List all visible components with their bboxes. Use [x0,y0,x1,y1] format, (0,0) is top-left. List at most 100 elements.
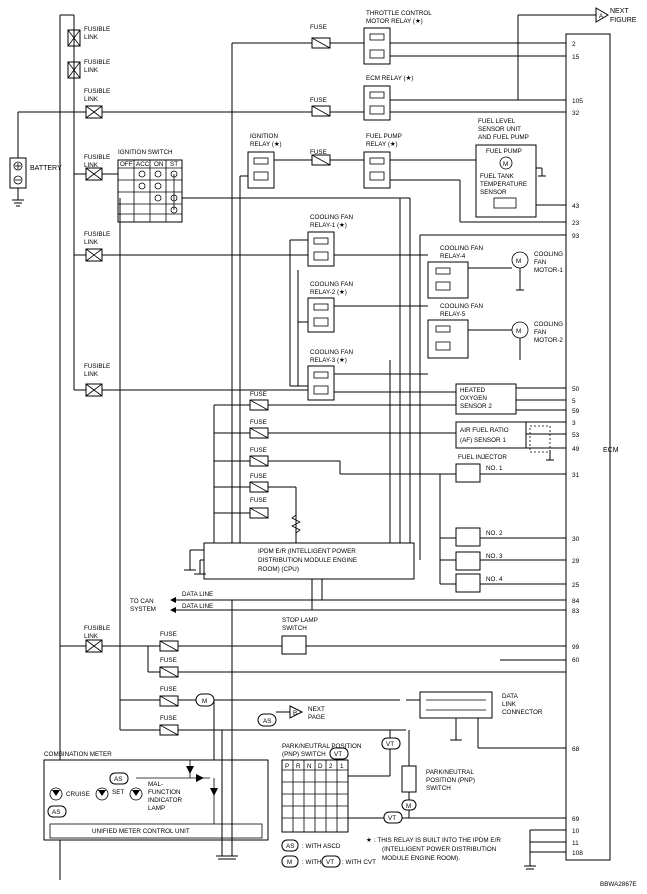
svg-text:RELAY-3 (★): RELAY-3 (★) [310,357,347,364]
ecm-relay: ECM RELAY (★) [363,75,413,121]
svg-text:N: N [307,763,312,770]
svg-text:93: 93 [572,233,580,240]
svg-text:DISTRIBUTION MODULE ENGINE: DISTRIBUTION MODULE ENGINE [258,557,357,564]
svg-text:FUEL LEVEL: FUEL LEVEL [478,118,516,125]
cooling-fan-relay-4: COOLING FAN RELAY-4 [427,245,483,299]
svg-text:LINK: LINK [84,371,99,378]
mt-badge: M [195,693,215,707]
svg-text:31: 31 [572,472,580,479]
svg-text:49: 49 [572,446,580,453]
svg-text:M: M [406,803,411,810]
svg-text:RELAY-1 (★): RELAY-1 (★) [310,222,347,229]
svg-text:RELAY-5: RELAY-5 [440,311,466,318]
svg-text:11: 11 [572,840,579,847]
svg-text:M: M [516,328,521,335]
svg-text:43: 43 [572,203,580,210]
fuel-pump-relay: FUEL PUMP RELAY (★) [363,133,402,189]
relay-footnote: ★ : THIS RELAY IS BUILT INTO THE IPDM E/… [366,837,501,862]
figure-id: BBWA2867E [600,881,637,888]
svg-text:COOLING FAN: COOLING FAN [310,214,353,221]
svg-text:D: D [318,763,323,770]
svg-text:ACC: ACC [136,161,150,168]
svg-text:SWITCH: SWITCH [282,625,307,632]
svg-text:30: 30 [572,536,580,543]
svg-text:FUSE: FUSE [250,447,267,454]
pnp-switch-table: PARK/NEUTRAL POSITION (PNP) SWITCH VT P … [281,743,362,833]
svg-text:MOTOR-2: MOTOR-2 [534,337,563,344]
svg-text:15: 15 [572,54,580,61]
svg-text:SET: SET [112,789,124,796]
svg-text:68: 68 [572,746,580,753]
battery: BATTERY [9,157,62,207]
ignition-relay: IGNITION RELAY (★) [247,133,282,189]
ignition-switch: IGNITION SWITCH OFF ACC ON ST [117,149,410,223]
svg-text:FUSE: FUSE [160,686,177,693]
svg-text:MOTOR RELAY (★): MOTOR RELAY (★) [366,18,423,25]
svg-text:IGNITION: IGNITION [250,133,278,140]
svg-text:STOP LAMP: STOP LAMP [282,617,318,624]
svg-text:(PNP) SWITCH: (PNP) SWITCH [282,751,326,758]
svg-text:(INTELLIGENT POWER DISTRIBUTIO: (INTELLIGENT POWER DISTRIBUTION [382,846,497,853]
svg-text:: WITH CVT: : WITH CVT [342,859,376,866]
svg-text:NEXT: NEXT [308,706,325,713]
svg-text:23: 23 [572,220,580,227]
svg-text:SENSOR UNIT: SENSOR UNIT [478,126,521,133]
cooling-fan-relay-2: COOLING FAN RELAY-2 (★) [307,281,353,333]
svg-text:(AF) SENSOR 1: (AF) SENSOR 1 [460,437,506,444]
svg-text:99: 99 [572,644,580,651]
svg-text:COOLING FAN: COOLING FAN [310,349,353,356]
svg-text:AS: AS [263,718,271,725]
svg-text:3: 3 [572,420,576,427]
svg-text:MAL-: MAL- [148,781,163,788]
svg-text:★: ★ [366,837,372,844]
svg-text:FUSIBLE: FUSIBLE [84,59,110,66]
svg-text:INDICATOR: INDICATOR [148,797,183,804]
svg-text:OFF: OFF [120,161,133,168]
pnp-switch: PARK/NEUTRAL POSITION (PNP) SWITCH M [401,765,475,811]
svg-text:FUSE: FUSE [310,149,327,156]
svg-text:FAN: FAN [534,259,547,266]
svg-text:105: 105 [572,98,583,105]
svg-text:ROOM) (CPU): ROOM) (CPU) [258,566,299,573]
svg-text:ON: ON [154,161,164,168]
svg-text:10: 10 [572,828,580,835]
svg-text:M: M [516,258,521,265]
svg-text:B: B [293,710,297,717]
svg-text:FUSE: FUSE [160,631,177,638]
svg-text:FUSE: FUSE [250,391,267,398]
svg-text:50: 50 [572,386,580,393]
svg-text:CONNECTOR: CONNECTOR [502,709,543,716]
svg-text:MODULE ENGINE ROOM).: MODULE ENGINE ROOM). [382,855,460,862]
svg-text:VT: VT [388,815,396,822]
svg-text:FUSE: FUSE [160,657,177,664]
svg-text:FUSE: FUSE [250,497,267,504]
svg-text:FUSE: FUSE [160,715,177,722]
svg-text:AND FUEL PUMP: AND FUEL PUMP [478,134,529,141]
svg-text:LINK: LINK [84,34,99,41]
svg-text:DATA LINE: DATA LINE [182,603,213,610]
svg-text:COOLING: COOLING [534,251,563,258]
svg-text:1: 1 [340,763,344,770]
fuel-injector-2: NO. 2 [455,527,503,547]
fuel-injector-4: NO. 4 [455,573,503,593]
cooling-fan-relay-3: COOLING FAN RELAY-3 (★) [307,349,353,401]
svg-text:CRUISE: CRUISE [66,791,90,798]
heated-oxygen-sensor-2: HEATED OXYGEN SENSOR 2 [455,383,517,415]
svg-text:83: 83 [572,608,580,615]
svg-text:RELAY (★): RELAY (★) [250,141,282,148]
svg-text:PAGE: PAGE [308,714,325,721]
svg-text:NO. 2: NO. 2 [486,530,503,537]
svg-text:FUEL PUMP: FUEL PUMP [486,148,522,155]
af-sensor-1: AIR FUEL RATIO (AF) SENSOR 1 [455,421,554,461]
bottom-fuses: FUSE FUSE FUSE FUSE [159,631,179,736]
svg-text:PARK/NEUTRAL: PARK/NEUTRAL [426,769,474,776]
svg-text:COMBINATION METER: COMBINATION METER [44,751,112,758]
svg-text:BATTERY: BATTERY [30,165,62,172]
svg-text:FUSIBLE: FUSIBLE [84,363,110,370]
svg-text:ST: ST [170,161,178,168]
svg-text:TEMPERATURE: TEMPERATURE [480,181,527,188]
